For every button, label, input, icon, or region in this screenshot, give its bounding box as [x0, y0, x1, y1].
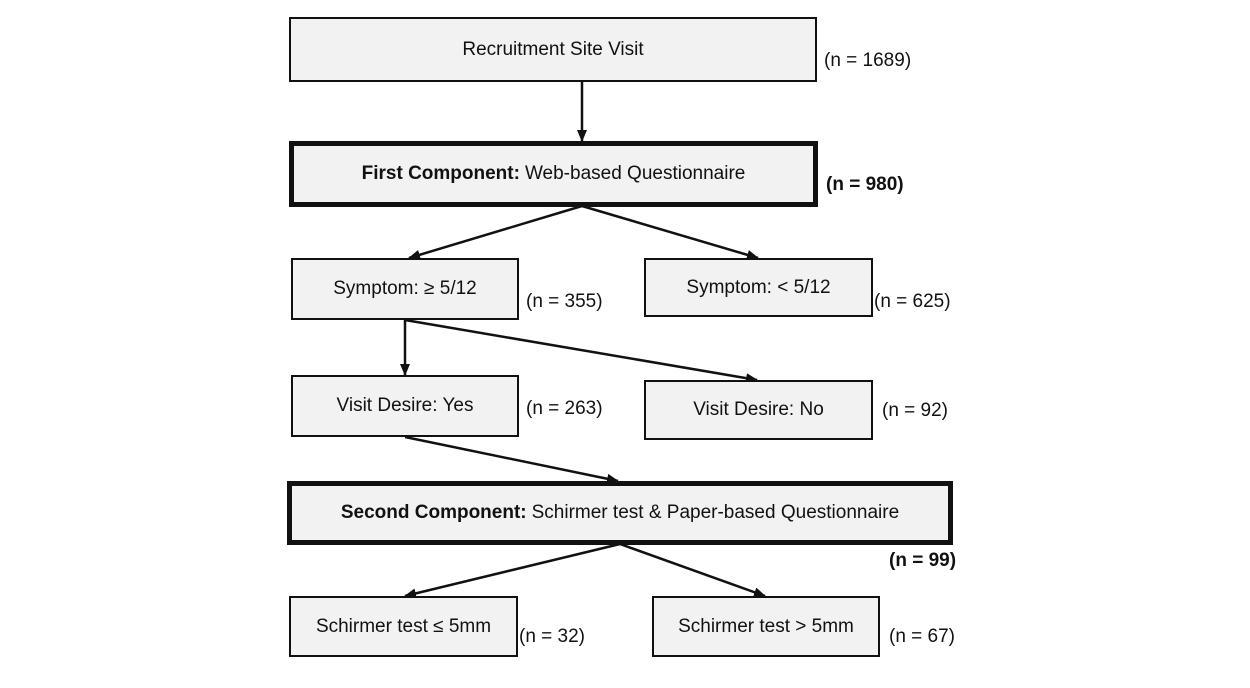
visit-desire-no-box: Visit Desire: No [644, 380, 873, 440]
arrow-second-to-schirmer-high [619, 542, 766, 598]
symptom-high-count: (n = 355) [526, 291, 603, 312]
visit-yes-label: Visit Desire: Yes [336, 395, 474, 416]
recruitment-count: (n = 1689) [824, 50, 912, 71]
first-component-box: First Component: Web-based Questionnaire [289, 141, 818, 207]
symptom-high-box: Symptom: ≥ 5/12 [291, 258, 519, 320]
arrow-first-to-symptom-low [581, 204, 759, 260]
arrow-first-to-symptom-high [408, 204, 583, 260]
visit-yes-count: (n = 263) [526, 398, 603, 419]
first-component-label: Web-based Questionnaire [524, 163, 746, 184]
symptom-low-count: (n = 625) [874, 291, 951, 312]
schirmer-low-label: Schirmer test ≤ 5mm [315, 615, 492, 637]
arrow-symptom-high-to-visit-no [404, 318, 758, 384]
symptom-low-box: Symptom: < 5/12 [644, 258, 873, 317]
visit-desire-yes-box: Visit Desire: Yes [291, 375, 519, 437]
recruitment-label: Recruitment Site Visit [462, 38, 644, 60]
symptom-high-label: Symptom: ≥ 5/12 [333, 278, 477, 299]
recruitment-site-visit-box: Recruitment Site Visit [289, 17, 817, 82]
visit-no-count: (n = 92) [882, 400, 949, 421]
schirmer-high-label: Schirmer test > 5mm [678, 615, 854, 637]
schirmer-high-box: Schirmer test > 5mm [652, 596, 880, 657]
second-component-count: (n = 99) [889, 550, 957, 571]
symptom-low-label: Symptom: < 5/12 [686, 276, 831, 298]
first-component-bold-label: First Component: [361, 163, 520, 184]
arrow-second-to-schirmer-low [404, 542, 621, 599]
schirmer-high-count: (n = 67) [889, 626, 956, 647]
schirmer-low-count: (n = 32) [519, 626, 586, 647]
first-component-count: (n = 980) [826, 174, 904, 195]
second-component-bold-label: Second Component: [340, 502, 527, 523]
visit-no-label: Visit Desire: No [693, 399, 824, 420]
second-component-box: Second Component: Schirmer test & Paper-… [287, 481, 953, 545]
schirmer-low-box: Schirmer test ≤ 5mm [289, 596, 518, 657]
arrow-visit-yes-to-second [404, 435, 619, 484]
second-component-label: Schirmer test & Paper-based Questionnair… [531, 502, 900, 523]
